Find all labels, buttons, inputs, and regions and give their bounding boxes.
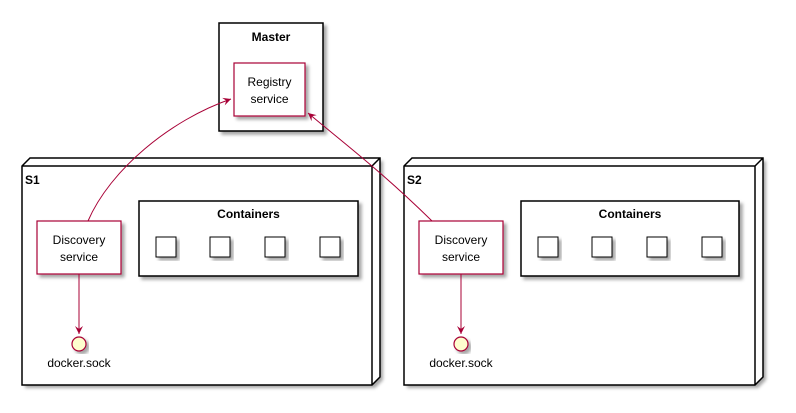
container-box	[155, 236, 177, 258]
docker-sock-s2: docker.sock	[429, 336, 494, 370]
containers-s2: Containers	[520, 200, 740, 277]
discovery-service-s1: Discovery service	[36, 220, 122, 275]
node-s1: S1 Containers Discovery service docker.s…	[21, 157, 381, 386]
node-s2-title: S2	[407, 173, 422, 187]
containers-s1-title: Containers	[217, 207, 280, 221]
master-title: Master	[252, 30, 291, 44]
discovery-service-s2: Discovery service	[418, 220, 504, 275]
interface-circle-icon	[453, 336, 469, 352]
container-box	[701, 236, 723, 258]
arrow-discovery-s1-to-registry	[87, 97, 232, 222]
container-box	[264, 236, 286, 258]
node-s2: S2 Containers Discovery service docker.s…	[403, 157, 764, 386]
connections	[75, 97, 465, 334]
container-box	[319, 236, 341, 258]
master-package: Master Registry service	[218, 22, 324, 132]
container-box	[537, 236, 559, 258]
interface-circle-icon	[71, 336, 87, 352]
discovery-s1-line2: service	[60, 250, 98, 264]
docker-sock-s1: docker.sock	[47, 336, 112, 370]
docker-sock-s2-label: docker.sock	[429, 356, 493, 370]
arrow-discovery-s2-to-registry	[307, 112, 433, 222]
containers-s2-title: Containers	[599, 207, 662, 221]
registry-label-line2: service	[250, 92, 288, 106]
discovery-s1-line1: Discovery	[53, 233, 106, 247]
container-box	[646, 236, 668, 258]
registry-label-line1: Registry	[247, 75, 291, 89]
docker-sock-s1-label: docker.sock	[47, 356, 111, 370]
containers-s1: Containers	[138, 200, 359, 277]
container-box	[591, 236, 613, 258]
discovery-s2-line2: service	[442, 250, 480, 264]
container-box	[209, 236, 231, 258]
node-s1-title: S1	[25, 173, 40, 187]
registry-service: Registry service	[233, 62, 306, 117]
discovery-s2-line1: Discovery	[435, 233, 488, 247]
